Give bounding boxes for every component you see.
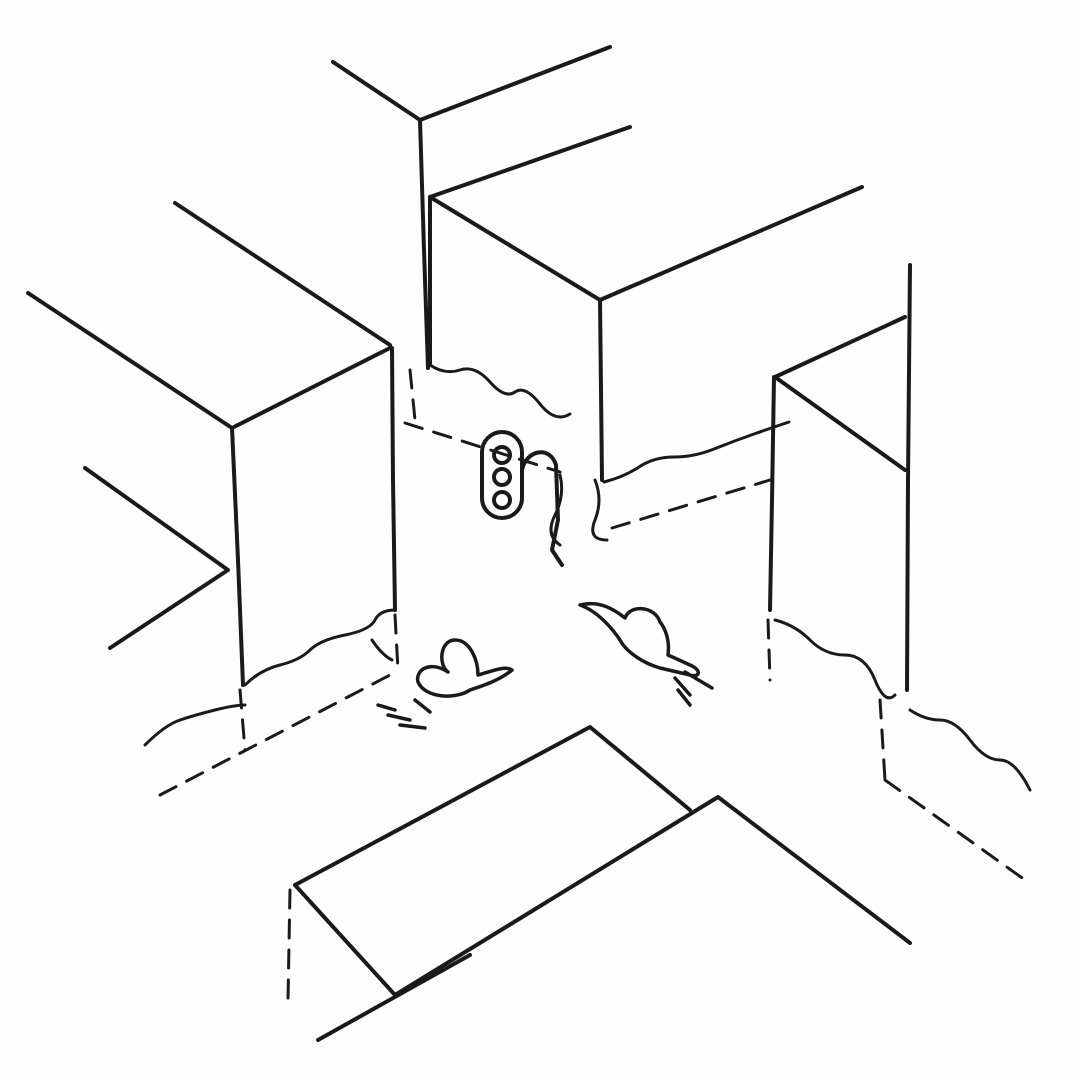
left-building — [26, 201, 397, 687]
water-waves — [143, 363, 1032, 792]
bottom-building — [293, 725, 912, 1042]
tall-center-building — [331, 45, 632, 370]
right-building — [768, 263, 912, 692]
center-building — [428, 185, 864, 482]
swimming-figure-left — [376, 638, 514, 730]
swimming-figure-right — [578, 602, 714, 707]
street-edges — [158, 368, 1027, 1002]
